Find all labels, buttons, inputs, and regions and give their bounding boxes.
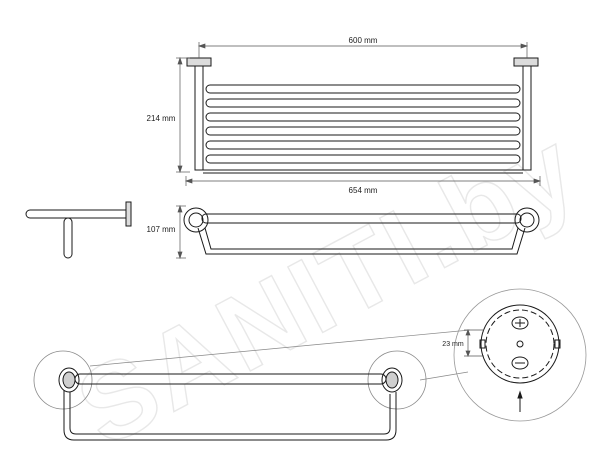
left-post [194, 65, 204, 171]
detail-leader [89, 329, 471, 381]
lower-rail-outer [197, 227, 526, 255]
dim-mount-detail [464, 329, 484, 357]
dim-shelf-height [176, 56, 190, 174]
right-detail-circle [367, 350, 427, 410]
right-rosette [514, 207, 540, 233]
perspective-view [33, 350, 427, 441]
dim-overall-width-label: 654 mm [349, 186, 378, 195]
side-wall-plate [125, 201, 132, 227]
front-view-shelf [186, 57, 539, 174]
watermark-logo: SANITI.by [58, 105, 598, 449]
side-arm [25, 209, 126, 219]
detail-screw-hole-top [511, 316, 529, 330]
detail-outline-circle [453, 288, 587, 422]
dim-mount-detail-label: 23 mm [442, 341, 464, 348]
dim-shelf-height-label: 214 mm [147, 114, 176, 123]
dim-bar-height [176, 204, 186, 260]
perspective-upper-rail [74, 373, 387, 385]
side-view [25, 201, 132, 259]
detail-plate-inner [485, 309, 555, 379]
left-end-cap [58, 367, 80, 393]
left-wall-mount [186, 57, 212, 67]
detail-notch-left [479, 339, 486, 349]
side-hanging-bar [63, 217, 73, 259]
right-end-cap [381, 367, 403, 393]
dim-bar-height-label: 107 mm [147, 225, 176, 234]
right-wall-mount [513, 57, 539, 67]
perspective-lower-rail [63, 390, 397, 441]
shelf-bars [205, 84, 521, 164]
detail-screw-hole-bottom [511, 356, 529, 370]
left-rosette [183, 207, 209, 233]
detail-notch-right [554, 339, 561, 349]
lower-rail-inner [204, 227, 519, 250]
detail-plate-outer [480, 304, 560, 384]
dim-top-width-label: 600 mm [349, 36, 378, 45]
front-view-towel-bar [183, 207, 540, 255]
dim-overall-width [184, 176, 542, 186]
dim-top-width [197, 42, 529, 58]
mount-detail [453, 288, 587, 422]
watermark-text: SANITI.by [58, 106, 597, 449]
upper-rail [201, 213, 522, 224]
left-detail-circle [33, 350, 93, 410]
detail-center-mark [516, 340, 524, 348]
